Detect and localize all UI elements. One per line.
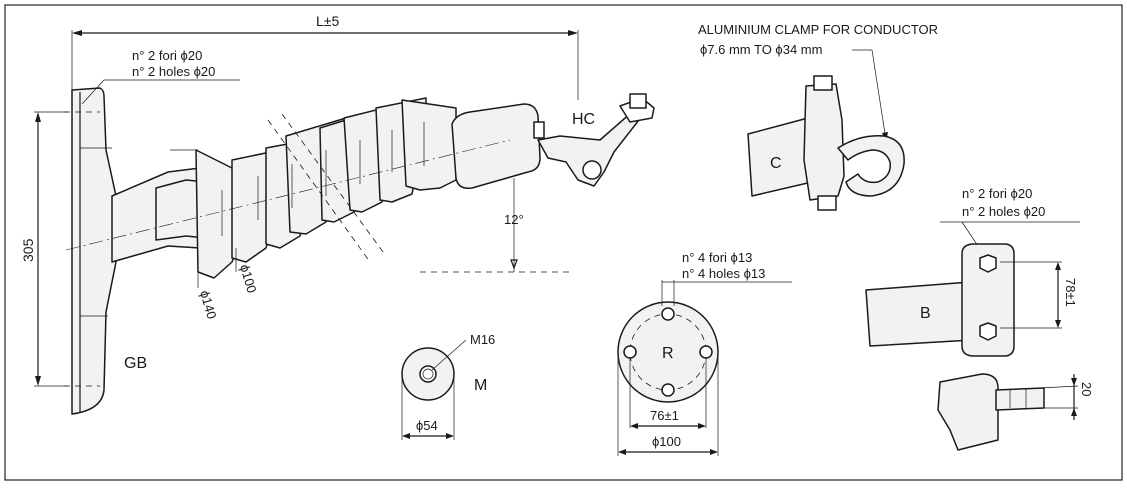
flange-part-label: R	[662, 345, 674, 362]
flange-holes-note-it: n° 4 fori ϕ13	[682, 250, 752, 265]
base-plate	[64, 87, 117, 415]
clamp-part-label: C	[770, 155, 782, 172]
bracket-fitting: n° 2 fori ϕ20 n° 2 holes ϕ20 B 78±1 20	[865, 186, 1094, 451]
hook-clevis	[537, 93, 655, 187]
bracket-holes-note-en: n° 2 holes ϕ20	[962, 204, 1045, 219]
bracket-spacing-label: 78±1	[1063, 278, 1078, 307]
round-flange: R n° 4 fori ϕ13 n° 4 holes ϕ13 76±1 ϕ100	[617, 250, 792, 456]
pin-diameter-label: 20	[1079, 382, 1094, 396]
insulator-axis	[65, 139, 511, 251]
flange-diameter-label: ϕ100	[652, 434, 681, 449]
shed-small-diameter-label: ϕ100	[237, 263, 259, 295]
end-fitting	[451, 103, 541, 190]
base-holes-note-en: n° 2 holes ϕ20	[132, 64, 215, 79]
shed-large-diameter-label: ϕ140	[197, 289, 219, 321]
base-part-label: GB	[124, 355, 147, 372]
flange-pcd-label: 76±1	[650, 408, 679, 423]
height-dimension-label: 305	[20, 238, 36, 262]
drawing-frame	[4, 4, 1123, 481]
length-dimension-label: L±5	[316, 13, 339, 29]
insulator-assembly: 12° L±5 305 n° 2 fori ϕ20 n° 2 holes ϕ20…	[20, 13, 655, 415]
aluminium-clamp: ALUMINIUM CLAMP FOR CONDUCTOR ϕ7.6 mm TO…	[698, 22, 938, 211]
clamp-range: ϕ7.6 mm TO ϕ34 mm	[700, 42, 822, 57]
insulator-sheds	[195, 97, 457, 279]
bracket-part-label: B	[920, 305, 931, 322]
hook-part-label: HC	[572, 111, 595, 128]
base-holes-note-it: n° 2 fori ϕ20	[132, 48, 202, 63]
stud-diameter-label: ϕ54	[416, 418, 438, 433]
stud-part-label: M	[474, 377, 487, 394]
flange-holes-note-en: n° 4 holes ϕ13	[682, 266, 765, 281]
stud-thread-label: M16	[470, 332, 495, 347]
clamp-title: ALUMINIUM CLAMP FOR CONDUCTOR	[698, 22, 938, 37]
stud-fitting: M16 M ϕ54	[401, 332, 495, 440]
angle-label: 12°	[504, 212, 524, 227]
bracket-holes-note-it: n° 2 fori ϕ20	[962, 186, 1032, 201]
